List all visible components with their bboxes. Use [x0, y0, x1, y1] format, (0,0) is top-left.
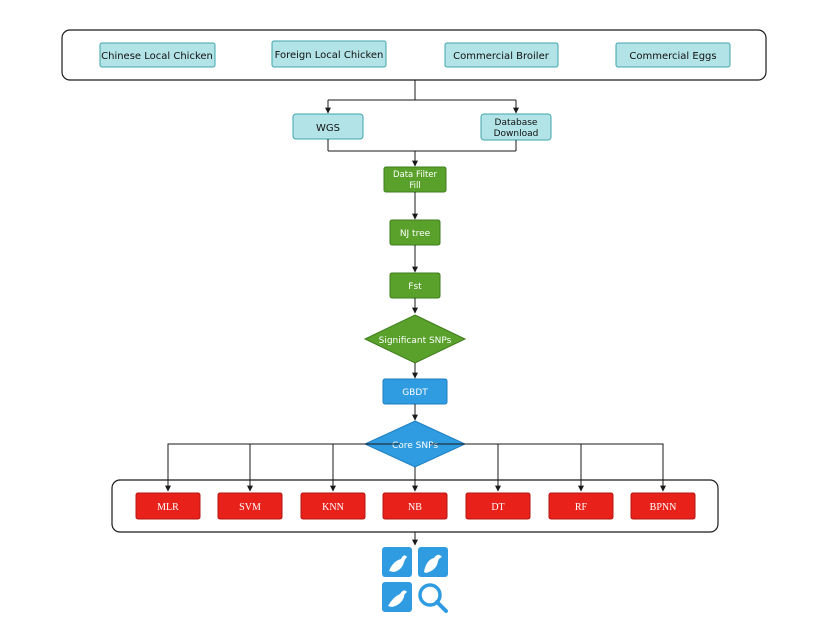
split-connector — [325, 80, 519, 114]
fst-node: Fst — [389, 272, 441, 299]
database-label: Database — [495, 118, 538, 128]
breed-label: Commercial Eggs — [629, 51, 716, 62]
merge-connector — [327, 139, 517, 167]
breed-label: Chinese Local Chicken — [101, 51, 213, 62]
gbdt-node: GBDT — [382, 378, 448, 405]
model-box — [217, 492, 283, 520]
breed-foreign-local-chicken: Foreign Local Chicken — [271, 40, 387, 68]
significant-snps-decision: Significant SNPs — [363, 314, 467, 364]
filter-label: Data Filter — [393, 170, 438, 180]
significant-snps-label: Significant SNPs — [379, 336, 452, 346]
model-box — [300, 492, 366, 520]
breeds-container — [61, 29, 767, 81]
nj-tree-node: NJ tree — [389, 219, 441, 246]
model-fanout-connectors — [165, 443, 666, 492]
breed-commercial-eggs: Commercial Eggs — [615, 42, 731, 68]
model-label: MLR — [157, 502, 179, 513]
breed-chinese-local-chicken: Chinese Local Chicken — [99, 42, 216, 68]
chicken-classification-search-icon — [382, 547, 448, 613]
model-box — [630, 492, 696, 520]
model-dt: DT — [465, 492, 531, 520]
model-label: BPNN — [650, 502, 677, 513]
core-snps-label: Core SNPs — [392, 441, 438, 451]
wgs-label: WGS — [316, 123, 340, 134]
wgs-node: WGS — [292, 113, 364, 140]
model-label: DT — [491, 502, 504, 513]
model-box — [382, 492, 448, 520]
database-download-node: Database Download — [480, 113, 552, 141]
model-label: RF — [575, 502, 588, 513]
model-svm: SVM — [217, 492, 283, 520]
data-filter-node: Data Filter Fill — [383, 166, 447, 193]
model-nb: NB — [382, 492, 448, 520]
model-label: KNN — [322, 502, 344, 513]
breed-commercial-broiler: Commercial Broiler — [444, 42, 559, 68]
fill-label: Fill — [409, 181, 420, 191]
model-label: SVM — [239, 502, 261, 513]
breed-label: Foreign Local Chicken — [275, 50, 384, 61]
models-group: MLR SVM KNN NB DT RF BPNN — [135, 492, 696, 520]
breed-label: Commercial Broiler — [453, 51, 550, 62]
model-box — [548, 492, 614, 520]
fst-label: Fst — [408, 282, 422, 292]
gbdt-label: GBDT — [402, 388, 428, 398]
model-label: NB — [408, 502, 422, 513]
model-knn: KNN — [300, 492, 366, 520]
model-mlr: MLR — [135, 492, 201, 520]
model-box — [135, 492, 201, 520]
model-bpnn: BPNN — [630, 492, 696, 520]
download-label: Download — [494, 129, 539, 139]
model-rf: RF — [548, 492, 614, 520]
nj-tree-label: NJ tree — [400, 229, 431, 239]
model-box — [465, 492, 531, 520]
